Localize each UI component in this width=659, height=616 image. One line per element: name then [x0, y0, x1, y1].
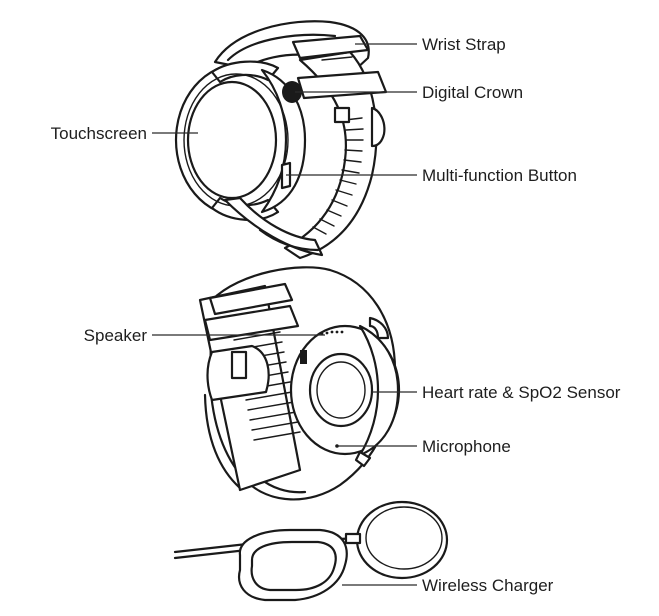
- label-wrist-strap: Wrist Strap: [422, 35, 506, 54]
- microphone-hole: [335, 444, 339, 448]
- charger-cable-loop: [238, 528, 348, 602]
- label-touchscreen: Touchscreen: [51, 124, 147, 143]
- back-strap-keeper-top: [208, 282, 294, 316]
- front-strap-bottom: [223, 196, 324, 257]
- label-wireless-charger: Wireless Charger: [422, 576, 554, 595]
- label-speaker: Speaker: [84, 326, 148, 345]
- watch-front-illustration: [174, 20, 388, 260]
- digital-crown-knob: [282, 81, 302, 103]
- callout-lines: [152, 43, 417, 586]
- label-microphone: Microphone: [422, 437, 511, 456]
- front-strap-keeper: [291, 34, 370, 60]
- label-heart-rate-sensor: Heart rate & SpO2 Sensor: [422, 383, 621, 402]
- heart-rate-sensor-window: [308, 352, 374, 428]
- touchscreen-display: [186, 80, 278, 200]
- label-digital-crown: Digital Crown: [422, 83, 523, 102]
- label-multi-function-button: Multi-function Button: [422, 166, 577, 185]
- charger-puck: [355, 500, 449, 580]
- wireless-charger-illustration: [173, 500, 449, 602]
- watch-back-illustration: [198, 266, 401, 501]
- callout-labels: Wrist Strap Digital Crown Touchscreen Mu…: [51, 35, 621, 595]
